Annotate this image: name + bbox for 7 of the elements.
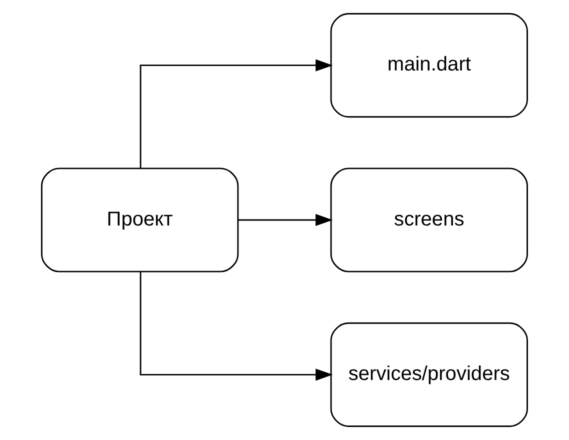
arrow — [140, 272, 333, 381]
arrow — [238, 214, 333, 226]
arrow — [140, 59, 333, 168]
node-box: services/providers — [330, 322, 528, 427]
node-box: Проект — [41, 168, 239, 272]
node-box: main.dart — [330, 13, 528, 118]
node-box: screens — [330, 168, 528, 272]
